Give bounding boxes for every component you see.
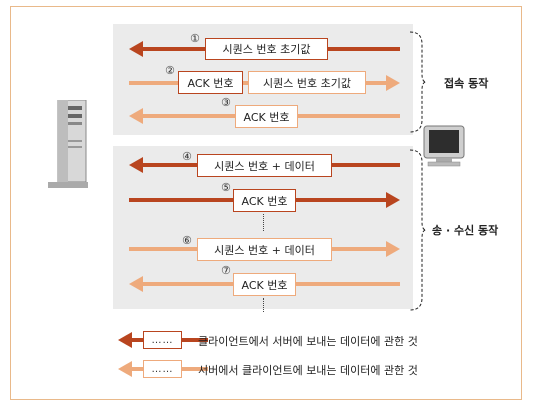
connect-phase-label: 접속 동작 [444, 77, 489, 90]
step-2-number: ② [165, 64, 175, 77]
legend-light-box: …… [143, 360, 182, 378]
step-3-number: ③ [221, 96, 231, 109]
step-4-number: ④ [182, 150, 192, 163]
connect-brace [409, 31, 427, 133]
legend-dark-box: …… [143, 331, 182, 349]
server-icon [44, 99, 92, 194]
legend-light-text: 서버에서 클라이언트에 보내는 데이터에 관한 것 [198, 364, 418, 377]
step-6-box: 시퀀스 번호 + 데이터 [197, 238, 332, 261]
step-2-box-ack: ACK 번호 [178, 71, 243, 94]
step-3-box: ACK 번호 [235, 105, 298, 128]
legend-dark-text: 클라이언트에서 서버에 보내는 데이터에 관한 것 [198, 335, 418, 348]
step-1-box: 시퀀스 번호 초기값 [205, 38, 328, 60]
step-4-box: 시퀀스 번호 + 데이터 [197, 154, 332, 177]
step-7-box: ACK 번호 [233, 273, 296, 296]
transfer-phase-label: 송 · 수신 동작 [432, 224, 499, 237]
step-5-number: ⑤ [221, 181, 231, 194]
step-2-box-seq: 시퀀스 번호 초기값 [248, 71, 366, 94]
step-1-number: ① [190, 32, 200, 45]
step-7-number: ⑦ [221, 264, 231, 277]
continuation-dots-bottom [263, 298, 266, 312]
step-6-number: ⑥ [182, 234, 192, 247]
continuation-dots [263, 214, 266, 231]
transfer-brace [409, 149, 427, 311]
computer-monitor-icon [420, 124, 470, 172]
step-5-box: ACK 번호 [233, 189, 296, 212]
